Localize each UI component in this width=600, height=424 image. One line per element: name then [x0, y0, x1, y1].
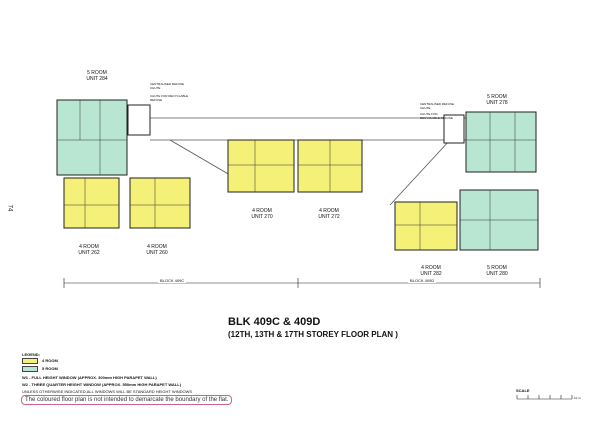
page-title: BLK 409C & 409D: [228, 316, 321, 328]
recyclable-chute-label-right: CHUTE FOR RECYCLABLE REFUSE: [420, 112, 453, 120]
recyclable-chute-label: CHUTE FOR RECYCLABLE REFUSE: [150, 94, 189, 102]
scale-end-label: 10 m: [574, 396, 581, 400]
unit-270-plan: [227, 139, 295, 193]
legend-standard: UNLESS OTHERWISE INDICATED,ALL WINDOWS W…: [22, 389, 193, 394]
block-409c-label: BLOCK 409C: [158, 278, 187, 283]
legend-w2: W2 - THREE QUARTER HEIGHT WINDOW (APPROX…: [22, 382, 182, 387]
legend-5-room: 5 ROOM: [22, 366, 58, 372]
page-subtitle: (12TH, 13TH & 17TH STOREY FLOOR PLAN ): [228, 330, 398, 339]
disclaimer-note: The coloured floor plan is not intended …: [21, 395, 233, 405]
block-409d-label: BLOCK 409D: [408, 278, 437, 283]
unit-284-plan: [56, 99, 128, 176]
legend-w1: W1 - FULL HEIGHT WINDOW (APPROX. 300mm H…: [22, 375, 157, 380]
refuse-chute-label-right: CENTRALISED REFUSE CHUTE: [420, 102, 455, 110]
unit-262-plan: [63, 177, 120, 229]
scale-bar: [516, 395, 573, 400]
scale-label: SCALE: [516, 388, 530, 393]
legend-heading: LEGEND:: [22, 352, 40, 357]
4-room-swatch: [22, 358, 38, 364]
unit-282-plan: [394, 201, 458, 251]
5-room-swatch: [22, 366, 38, 372]
unit-278-plan: [465, 111, 537, 173]
legend-4-room: 4 ROOM: [22, 358, 58, 364]
unit-260-plan: [129, 177, 191, 229]
refuse-chute-label: CENTRALISED REFUSE CHUTE: [150, 82, 185, 90]
